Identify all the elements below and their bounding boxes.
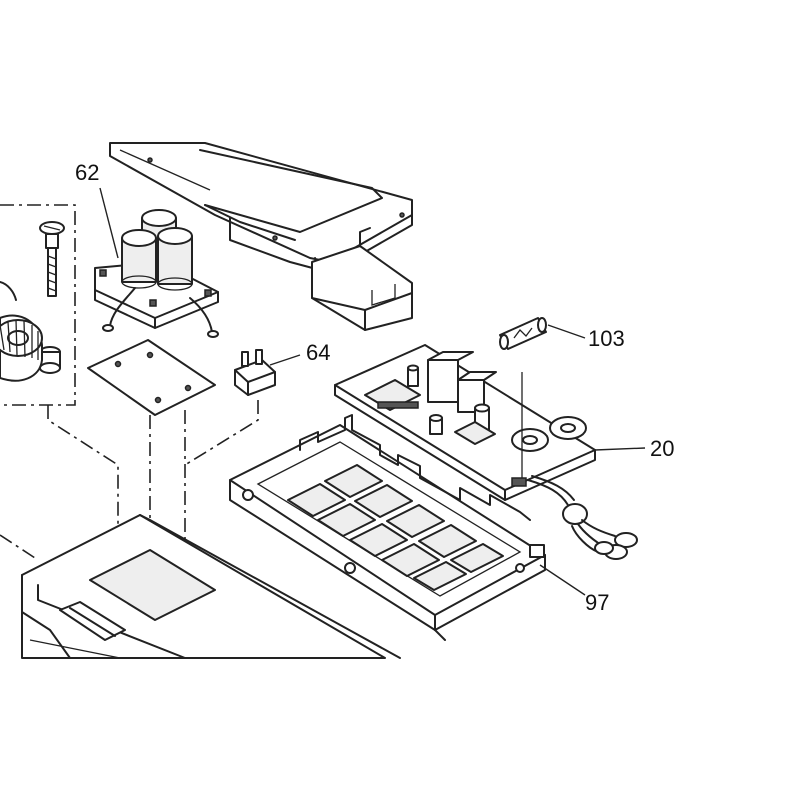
capacitor-left: [121, 229, 157, 289]
board-holder-frame: [229, 414, 546, 641]
bottom-chassis: [21, 514, 401, 659]
power-supply-board: [334, 344, 638, 560]
capacitor-block: [94, 209, 219, 338]
callout-97: 97: [585, 590, 609, 615]
toroidal-transformer: [0, 281, 43, 382]
callout-64: 64: [306, 340, 330, 365]
connector: [234, 349, 276, 396]
capacitor-right: [157, 227, 193, 291]
left-subassembly-box: [0, 204, 76, 406]
insulator-sheet: [87, 339, 216, 416]
fuse: [499, 317, 547, 350]
frame-grid: [287, 464, 504, 591]
leader-lines: [99, 187, 646, 596]
front-panel-assembly: [109, 142, 413, 331]
mounting-screw: [39, 221, 65, 374]
callout-20: 20: [650, 436, 674, 461]
callout-labels: 62 64 103 20 97: [75, 160, 674, 615]
callout-103: 103: [588, 326, 625, 351]
callout-62: 62: [75, 160, 99, 185]
